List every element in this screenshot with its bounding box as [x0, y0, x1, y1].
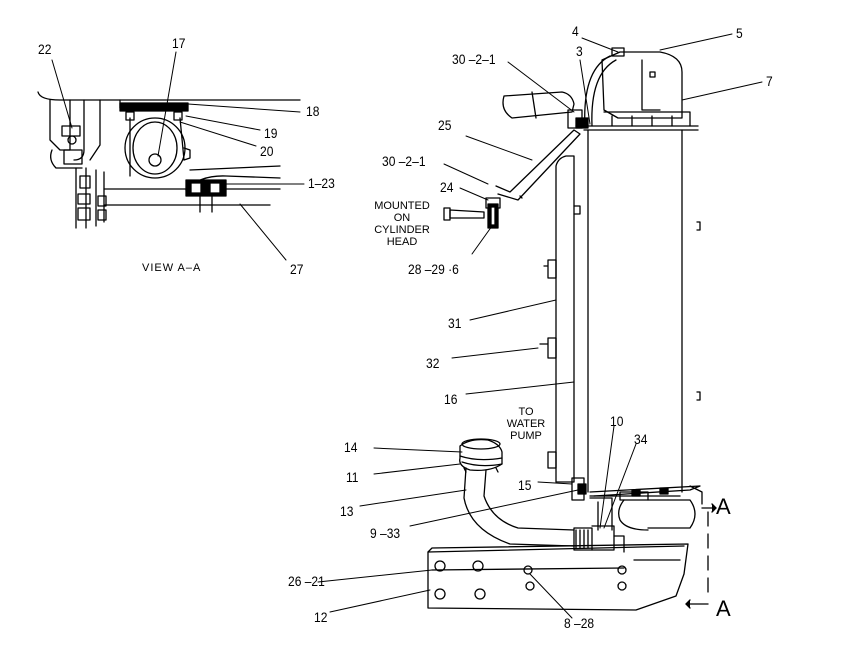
- callout-32: 32: [426, 355, 440, 371]
- to-water-pump-note: TO WATER PUMP: [496, 406, 556, 442]
- callout-3: 3: [576, 43, 583, 59]
- callout-18: 18: [306, 103, 320, 119]
- callout-16: 16: [444, 391, 458, 407]
- callout-31: 31: [448, 315, 462, 331]
- callout-25: 25: [438, 117, 452, 133]
- callout-13: 13: [340, 503, 354, 519]
- section-mark-a-bottom: A: [716, 596, 731, 621]
- callout-9-33: 9 –33: [370, 525, 401, 541]
- callout-28-29-6: 28 –29 ·6: [408, 261, 459, 277]
- callout-19: 19: [264, 125, 278, 141]
- radiator-assembly: [428, 48, 716, 610]
- pump-note-line-3: PUMP: [510, 430, 542, 442]
- callout-14: 14: [344, 439, 358, 455]
- pump-note-line-1: TO: [518, 406, 534, 418]
- mounted-note-line-2: ON: [393, 212, 411, 224]
- view-a-a-detail: [38, 92, 300, 228]
- callout-30-2-1-mid: 30 –2–1: [382, 153, 426, 169]
- mounted-note-line-1: MOUNTED: [374, 200, 430, 212]
- callout-22: 22: [38, 41, 52, 57]
- mounted-note-line-4: HEAD: [386, 236, 418, 248]
- callout-15: 15: [518, 477, 532, 493]
- callout-30-2-1-top: 30 –2–1: [452, 51, 496, 67]
- mounted-note-line-3: CYLINDER: [374, 224, 430, 236]
- pump-note-line-2: WATER: [506, 418, 546, 430]
- callout-10: 10: [610, 413, 624, 429]
- callout-11: 11: [346, 469, 359, 485]
- callout-12: 12: [314, 609, 328, 625]
- callout-4: 4: [572, 23, 579, 39]
- callout-27: 27: [290, 261, 304, 277]
- callout-26-21: 26 –21: [288, 573, 325, 589]
- callout-20: 20: [260, 143, 274, 159]
- leader-lines: [52, 34, 762, 618]
- callout-17: 17: [172, 35, 186, 51]
- callout-24: 24: [440, 179, 454, 195]
- callout-7: 7: [766, 73, 773, 89]
- callout-34: 34: [634, 431, 648, 447]
- callout-8-28: 8 –28: [564, 615, 595, 631]
- callout-5: 5: [736, 25, 743, 41]
- section-mark-a-top: A: [716, 494, 731, 519]
- view-a-a-label: VIEW A–A: [142, 262, 202, 274]
- mounted-on-cylinder-head-note: MOUNTED ON CYLINDER HEAD: [362, 200, 442, 248]
- callout-1-23: 1–23: [308, 175, 335, 191]
